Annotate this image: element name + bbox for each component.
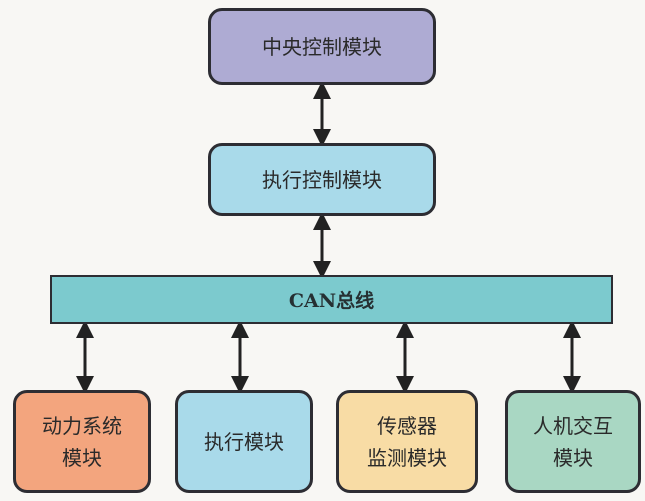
powertrain-module-label: 动力系统 模块	[42, 413, 122, 470]
hmi-module-label: 人机交互 模块	[533, 413, 613, 470]
central-control-module: 中央控制模块	[208, 8, 436, 85]
can-bus-label: CAN总线	[288, 290, 375, 312]
central-control-label: 中央控制模块	[262, 34, 382, 59]
powertrain-module: 动力系统 模块	[13, 390, 151, 493]
hmi-module: 人机交互 模块	[505, 390, 641, 493]
can-bus: CAN总线	[50, 275, 613, 324]
execution-module-label: 执行模块	[204, 429, 284, 454]
execution-module: 执行模块	[175, 390, 313, 493]
sensor-monitoring-module: 传感器 监测模块	[336, 390, 478, 493]
sensor-monitoring-module-label: 传感器 监测模块	[367, 413, 447, 470]
execution-control-module: 执行控制模块	[208, 143, 436, 216]
execution-control-label: 执行控制模块	[262, 167, 382, 192]
